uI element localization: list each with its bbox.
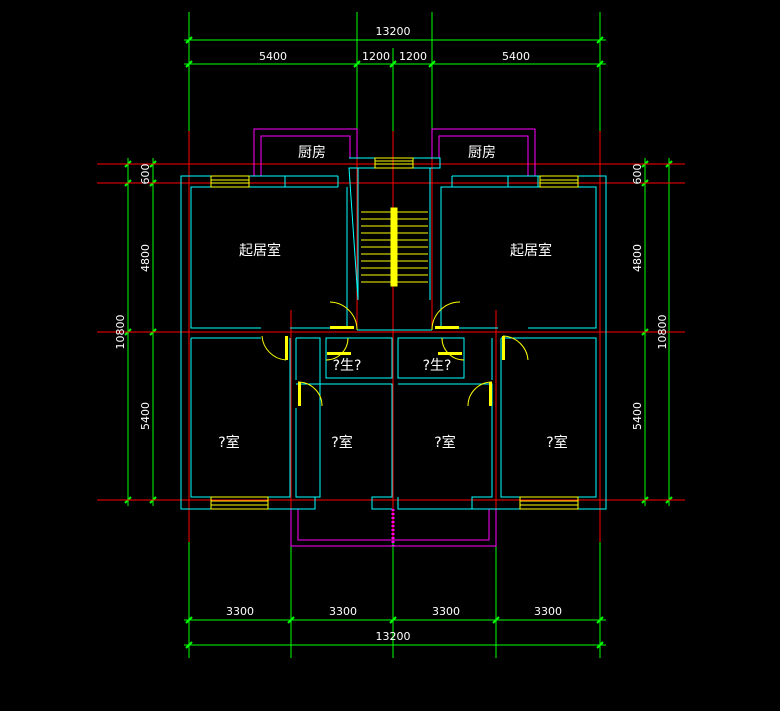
left-dim-1: 600 xyxy=(139,164,152,185)
doors xyxy=(261,301,529,407)
bottom-dim-4: 3300 xyxy=(534,605,562,618)
living-right-label: 起居室 xyxy=(510,242,552,259)
right-dim-1: 600 xyxy=(631,164,644,185)
dimension-lines xyxy=(122,12,676,658)
living-left-label: 起居室 xyxy=(239,242,281,259)
bedroom-1-label: ?室 xyxy=(218,434,239,451)
bedroom-2-label: ?室 xyxy=(331,434,352,451)
bedroom-4-label: ?室 xyxy=(546,434,567,451)
bottom-dim-2: 3300 xyxy=(329,605,357,618)
left-dim-2: 4800 xyxy=(139,244,152,272)
balconies xyxy=(253,128,536,547)
right-dim-3: 5400 xyxy=(631,402,644,430)
axis-lines xyxy=(97,131,685,542)
room-labels: 厨房 厨房 起居室 起居室 ?生? ?生? ?室 ?室 ?室 ?室 xyxy=(218,145,567,451)
bath-right-label: ?生? xyxy=(423,358,452,374)
windows xyxy=(210,157,579,510)
dimension-labels: 13200 5400 1200 1200 5400 3300 3300 3300… xyxy=(114,25,669,643)
left-total-dim: 10800 xyxy=(114,315,127,350)
top-dim-3: 1200 xyxy=(399,50,427,63)
left-dim-3: 5400 xyxy=(139,402,152,430)
bottom-total-dim: 13200 xyxy=(376,630,411,643)
bottom-dim-3: 3300 xyxy=(432,605,460,618)
top-dim-4: 5400 xyxy=(502,50,530,63)
stairs xyxy=(361,207,428,287)
top-dim-1: 5400 xyxy=(259,50,287,63)
right-dim-2: 4800 xyxy=(631,244,644,272)
kitchen-right-label: 厨房 xyxy=(468,145,496,161)
bedroom-3-label: ?室 xyxy=(434,434,455,451)
top-dim-2: 1200 xyxy=(362,50,390,63)
kitchen-left-label: 厨房 xyxy=(298,145,326,161)
top-total-dim: 13200 xyxy=(376,25,411,38)
right-total-dim: 10800 xyxy=(656,315,669,350)
bath-left-label: ?生? xyxy=(333,358,362,374)
bottom-dim-1: 3300 xyxy=(226,605,254,618)
